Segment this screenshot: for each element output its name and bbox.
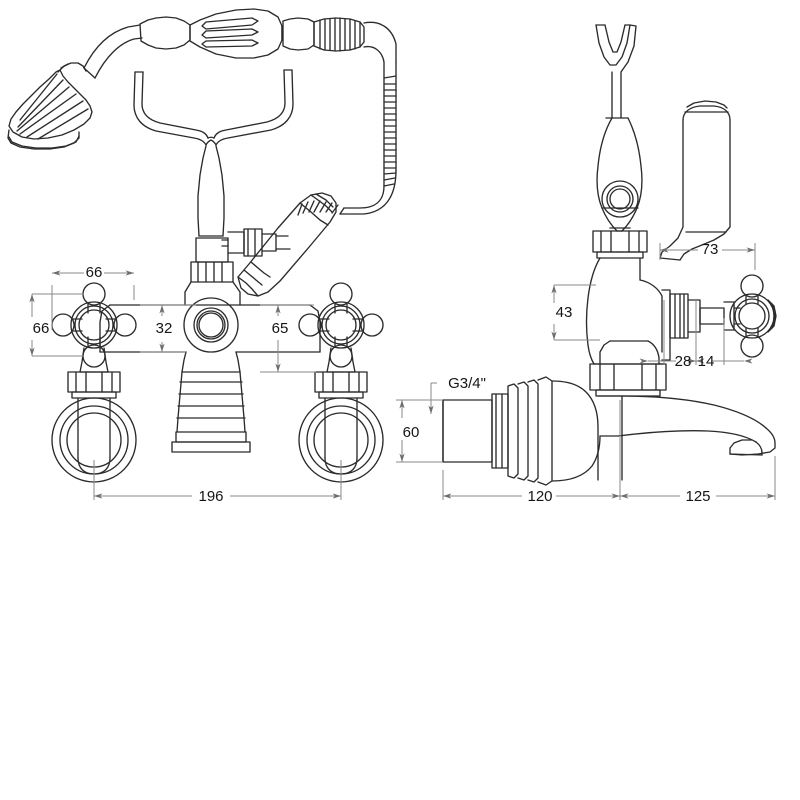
center-body (99, 237, 321, 453)
side-cradle-fork (595, 24, 637, 119)
dimension-labels: 66 66 32 65 196 73 43 28 14 60 120 125 G… (33, 241, 719, 505)
dim-label-66-top: 66 (86, 264, 103, 281)
dim-66-top (51, 270, 135, 330)
side-wall-union (442, 376, 553, 486)
dim-label-125: 125 (685, 488, 710, 505)
side-upper-hexnut (592, 230, 648, 259)
dim-label-28: 28 (675, 353, 692, 370)
diverter-body (221, 228, 291, 257)
dim-label-196: 196 (198, 488, 223, 505)
dim-43 (551, 284, 600, 341)
handset-cradle (133, 69, 294, 146)
side-cradle-shaft (596, 117, 643, 232)
handset-grip (139, 8, 315, 59)
front-view-geometry (7, 8, 397, 483)
callout-label-thread: G3/4" (448, 375, 486, 392)
hose-collar-upper (313, 17, 365, 52)
callout-g34-leader (428, 382, 437, 414)
dim-label-32: 32 (156, 320, 173, 337)
dim-label-60: 60 (403, 424, 420, 441)
side-view-geometry (442, 24, 777, 486)
dim-73 (659, 243, 756, 270)
dim-label-66-left: 66 (33, 320, 50, 337)
hose-ribbing-vertical (383, 75, 397, 187)
hose-ribbing-lower (297, 200, 345, 216)
dim-32 (140, 304, 196, 353)
side-crosshead-handle (669, 274, 777, 358)
handset-neck (83, 24, 143, 79)
handle-left (51, 282, 137, 483)
dim-label-65: 65 (272, 320, 289, 337)
dim-label-73: 73 (702, 241, 719, 258)
dim-60 (396, 399, 443, 463)
side-spout (551, 380, 776, 482)
dim-196 (93, 460, 342, 500)
dim-label-14: 14 (698, 353, 715, 370)
dimension-annotations (29, 243, 776, 500)
dim-28-14 (639, 300, 753, 365)
side-spout-hexnut (589, 363, 667, 397)
shower-head-icon (7, 62, 93, 150)
side-valve-body (585, 257, 671, 365)
dim-label-43: 43 (556, 304, 573, 321)
cradle-stem (197, 145, 225, 237)
handle-right (298, 282, 384, 483)
dim-65 (260, 304, 316, 373)
dim-66-left (29, 293, 84, 357)
dim-120-125 (442, 400, 776, 500)
diverter-knob (237, 192, 337, 297)
dim-label-120: 120 (527, 488, 552, 505)
side-lever-handle (659, 100, 731, 261)
